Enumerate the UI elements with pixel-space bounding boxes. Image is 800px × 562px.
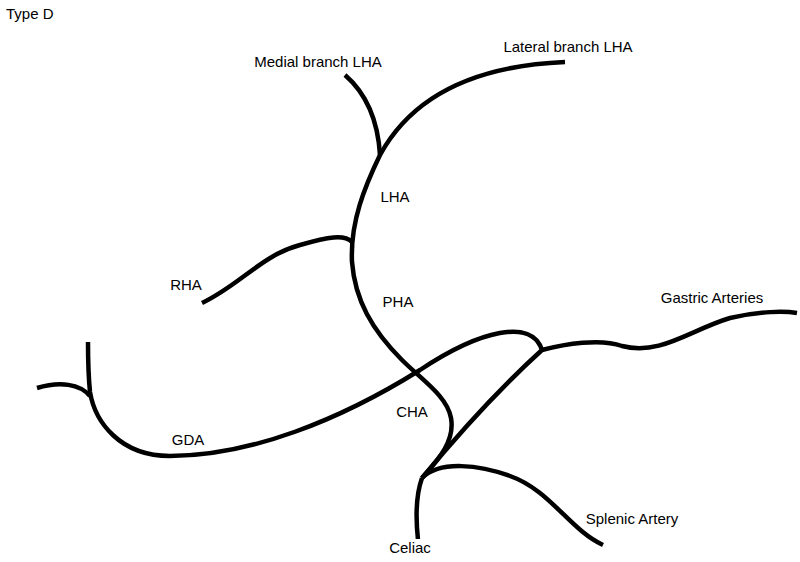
hepatic-trunk	[352, 62, 565, 478]
gda-branch	[37, 384, 90, 396]
medial-branch	[345, 75, 380, 155]
celiac-trunk	[417, 478, 422, 540]
vessel-label: PHA	[381, 293, 416, 311]
vessel-label: Medial branch LHA	[252, 53, 384, 71]
vessel-label: Lateral branch LHA	[501, 38, 634, 56]
gastroduodenal	[88, 332, 542, 456]
vessel-label: RHA	[168, 276, 204, 294]
splenic-artery	[422, 466, 603, 545]
vessel-label: LHA	[378, 188, 411, 206]
vessel-label: CHA	[394, 403, 430, 421]
vessel-label: Celiac	[387, 539, 433, 557]
diagram-title: Type D	[6, 5, 54, 22]
right-hepatic	[202, 237, 352, 303]
vessel-label: Splenic Artery	[584, 510, 681, 528]
vessel-label: Gastric Arteries	[659, 289, 766, 307]
vessel-label: GDA	[170, 431, 207, 449]
